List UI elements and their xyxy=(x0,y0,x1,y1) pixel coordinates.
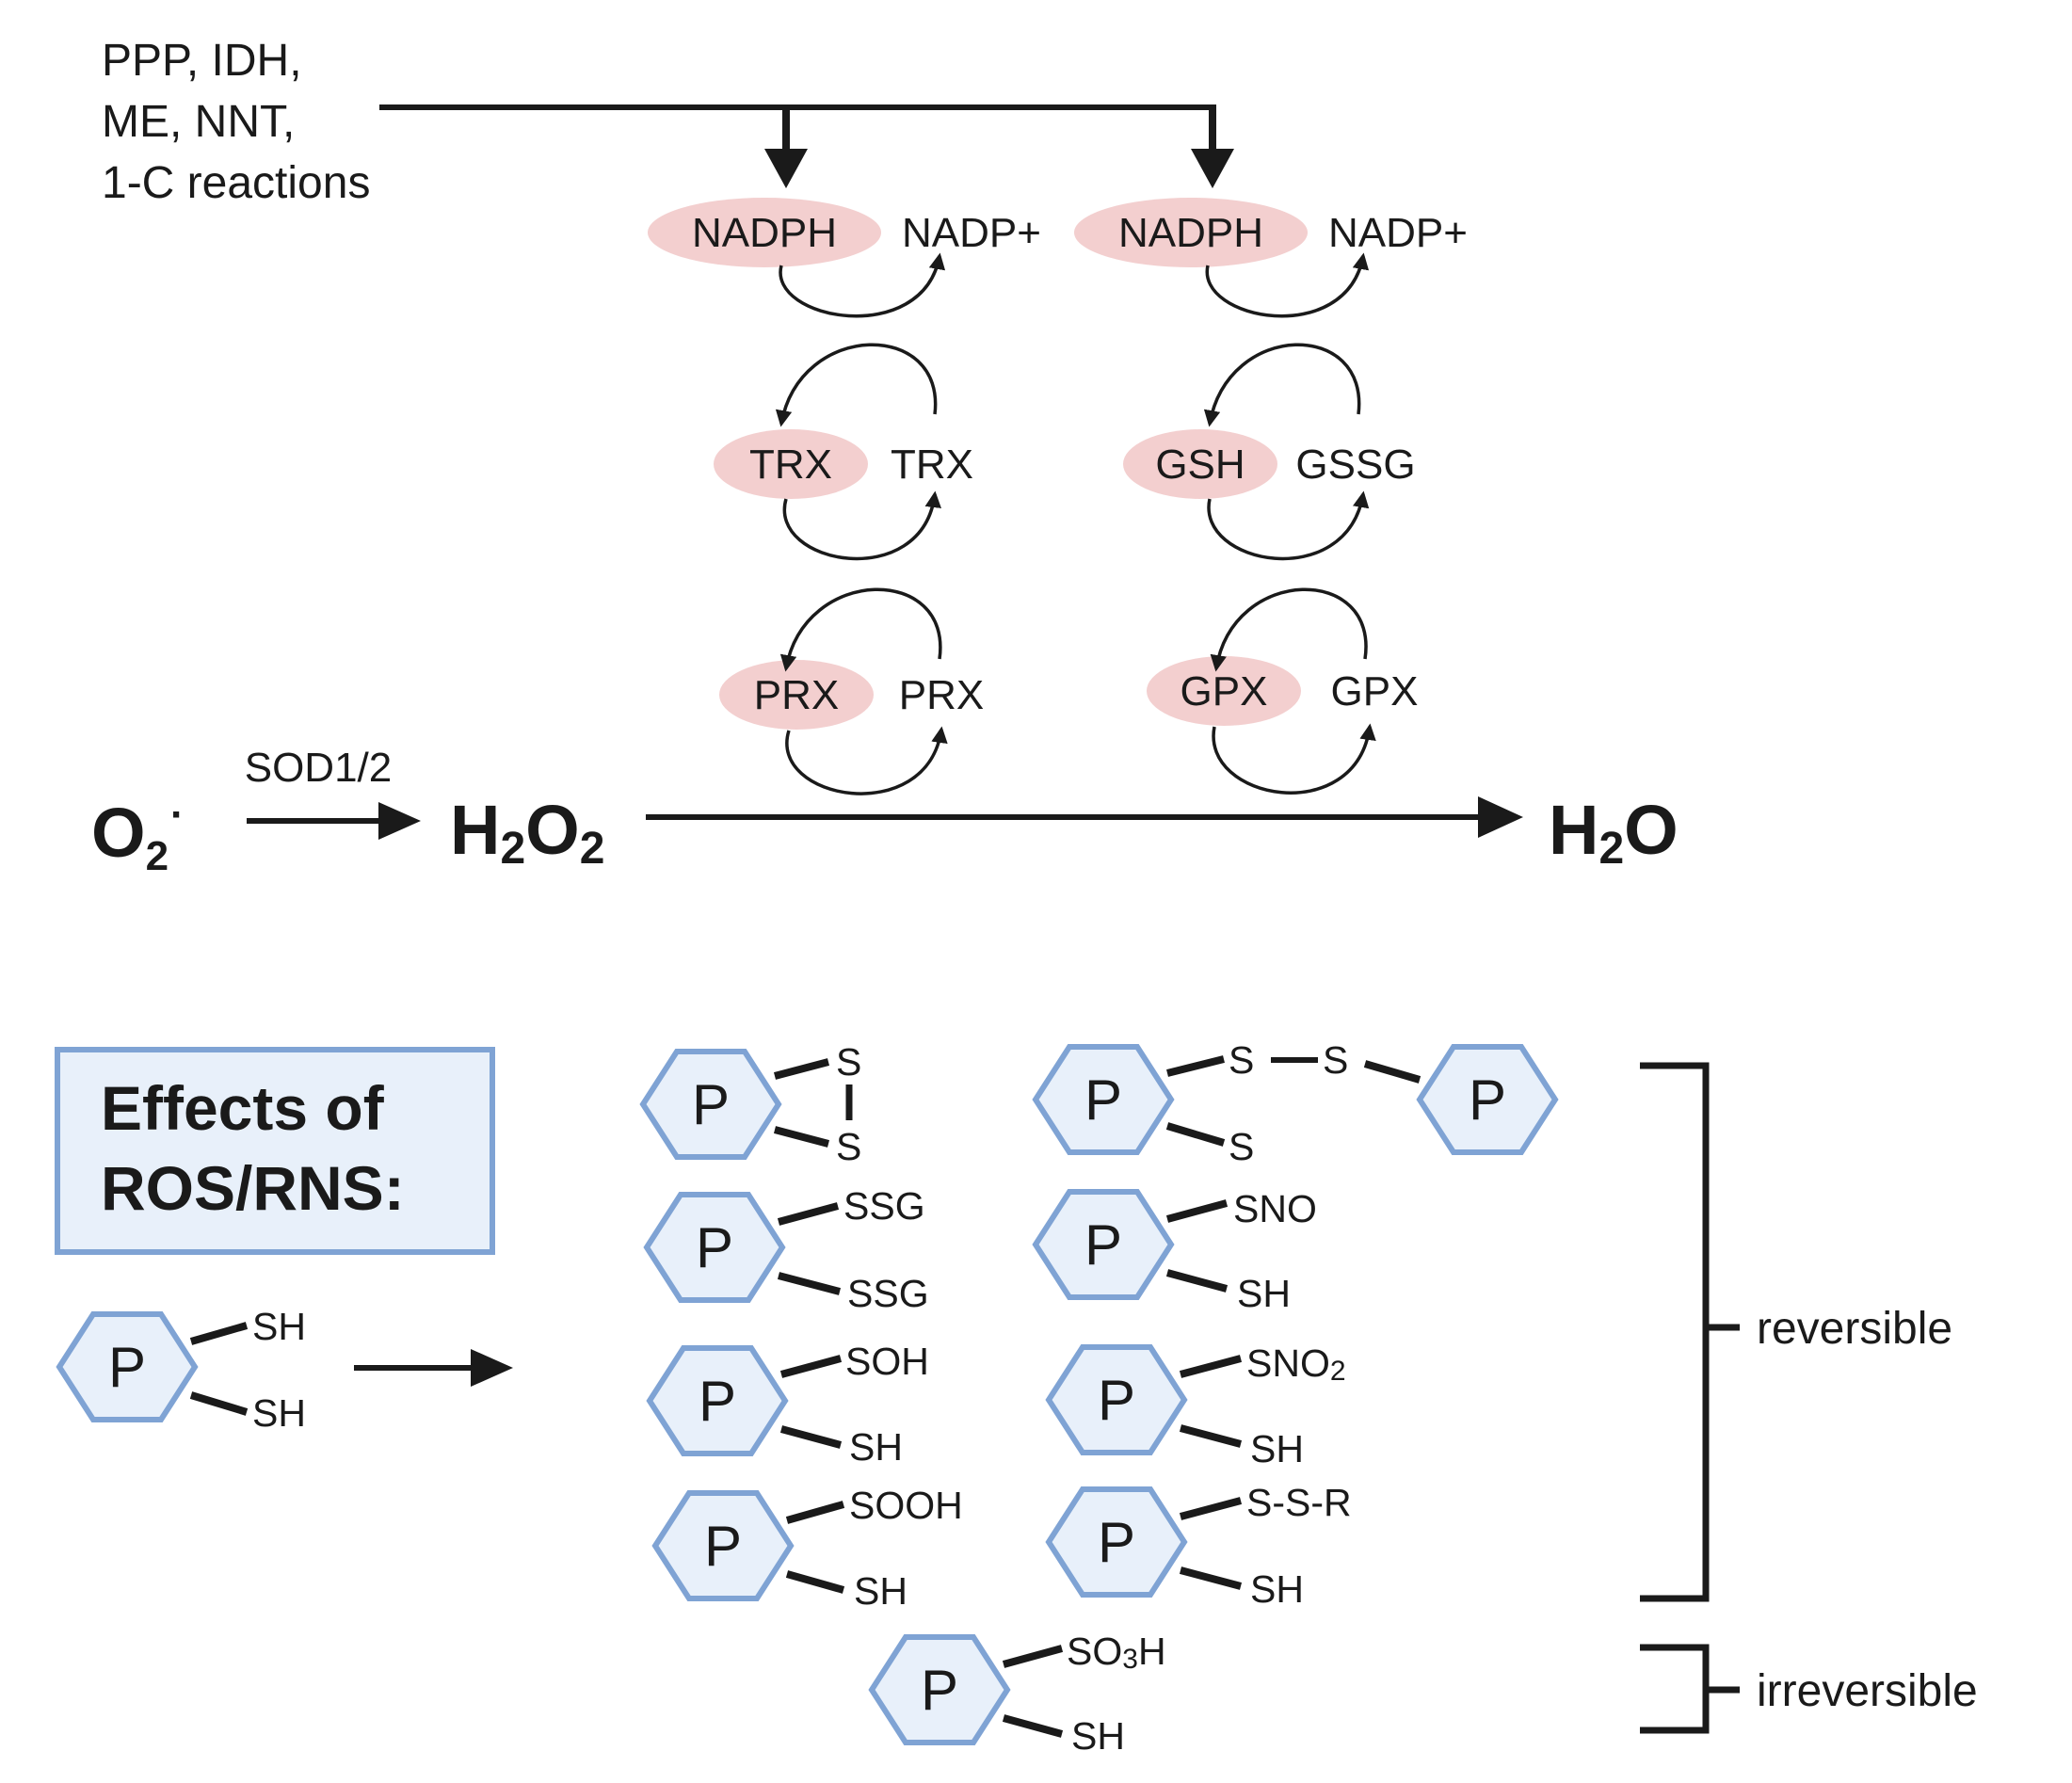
irreversible-bracket: irreversible xyxy=(1640,1644,1978,1734)
disulfide-s1-label: S xyxy=(836,1040,861,1084)
sno-sh-label: SH xyxy=(1237,1272,1291,1315)
gsh-label: GSH xyxy=(1155,442,1245,488)
gsh-highlight xyxy=(1123,429,1277,499)
sno-label: SNO xyxy=(1233,1187,1317,1230)
prx-ox-label: PRX xyxy=(899,672,984,718)
gsh-gpx-cycle: NADPH NADP+ GSH GSSG GPX GPX xyxy=(1074,198,1468,795)
gpx-red-label: GPX xyxy=(1181,668,1268,715)
irreversible-label: irreversible xyxy=(1757,1666,1978,1716)
gpx-ox-label: GPX xyxy=(1331,668,1419,715)
h2o2-to-h2o-head xyxy=(1478,796,1523,838)
so3h-label: SO3H xyxy=(1067,1630,1166,1675)
gssg-label: GSSG xyxy=(1295,442,1415,488)
so3h-sh-label: SH xyxy=(1071,1714,1125,1758)
protein-label: P xyxy=(696,1216,733,1279)
protein-label: P xyxy=(108,1336,146,1399)
ssr-sh-label: SH xyxy=(1250,1567,1304,1611)
protein-label: P xyxy=(1469,1068,1506,1132)
nadph-left-label: NADPH xyxy=(692,210,837,256)
ros-reaction: O2· SOD1/2 H2O2 H2O xyxy=(91,745,1678,879)
nadph-right-highlight xyxy=(1074,198,1308,267)
prx-red-highlight xyxy=(719,660,874,730)
gpx-red-highlight xyxy=(1147,656,1301,726)
protein-sulfonic: P SO3H SH xyxy=(872,1630,1166,1758)
protein-label: P xyxy=(704,1515,742,1578)
ssr-label: S-S-R xyxy=(1246,1481,1352,1524)
inter-s1-label: S xyxy=(1229,1038,1254,1082)
trx-prx-arcs xyxy=(775,252,948,795)
reversible-label: reversible xyxy=(1757,1304,1952,1354)
trx-red-highlight xyxy=(714,429,868,499)
nadph-right-label: NADPH xyxy=(1118,210,1263,256)
thiol-bottom-label: SH xyxy=(252,1391,306,1435)
sno2-label: SNO2 xyxy=(1246,1341,1346,1387)
disulfide-s2-label: S xyxy=(836,1125,861,1168)
protein-glutathionylated: P SSG SSG xyxy=(647,1184,929,1315)
modification-arrow xyxy=(354,1349,513,1387)
protein-label: P xyxy=(692,1073,730,1136)
inter-s3-label: S xyxy=(1229,1125,1254,1168)
trx-prx-cycle: NADPH NADP+ TRX TRX PRX PRX xyxy=(648,198,1041,795)
protein-label: P xyxy=(1098,1369,1135,1432)
sooh-sh-label: SH xyxy=(854,1569,908,1613)
effects-title-line-1: Effects of xyxy=(101,1073,385,1143)
sod-arrow-head xyxy=(378,802,421,840)
protein-label: P xyxy=(699,1370,736,1433)
protein-mixed-disulfide: P S-S-R SH xyxy=(1049,1481,1352,1611)
ssg-top-label: SSG xyxy=(843,1184,925,1228)
protein-inter-disulfide: P S S S P xyxy=(1036,1038,1555,1168)
sources-label: PPP, IDH, ME, NNT, 1-C reactions xyxy=(102,36,370,208)
soh-label: SOH xyxy=(845,1340,929,1383)
protein-reduced: P SH SH xyxy=(59,1305,306,1435)
superoxide-label: O2· xyxy=(91,792,185,879)
h2o-label: H2O xyxy=(1549,791,1678,874)
source-line-3: 1-C reactions xyxy=(102,158,370,208)
reversible-bracket: reversible xyxy=(1640,1062,1952,1602)
protein-label: P xyxy=(1084,1068,1122,1132)
protein-label: P xyxy=(921,1659,958,1722)
nadp-right-label: NADP+ xyxy=(1328,210,1468,256)
sooh-label: SOOH xyxy=(849,1484,963,1527)
protein-sulfenic: P SOH SH xyxy=(650,1340,929,1469)
effects-title-box: Effects of ROS/RNS: xyxy=(55,1047,495,1255)
source-line-1: PPP, IDH, xyxy=(102,36,302,86)
sod-enzyme-label: SOD1/2 xyxy=(245,745,393,791)
nadp-left-label: NADP+ xyxy=(902,210,1041,256)
trx-ox-label: TRX xyxy=(891,442,973,488)
source-line-2: ME, NNT, xyxy=(102,97,295,147)
source-supply-arrows xyxy=(379,104,1234,188)
protein-label: P xyxy=(1084,1213,1122,1277)
soh-sh-label: SH xyxy=(849,1425,903,1469)
protein-nitrated: P SNO2 SH xyxy=(1049,1341,1346,1470)
gsh-gpx-arcs xyxy=(1203,252,1376,795)
protein-nitrosylated: P SNO SH xyxy=(1036,1187,1317,1315)
protein-label: P xyxy=(1098,1511,1135,1574)
protein-sulfinic: P SOOH SH xyxy=(655,1484,963,1613)
thiol-top-label: SH xyxy=(252,1305,306,1348)
ssg-bottom-label: SSG xyxy=(847,1272,929,1315)
effects-title-line-2: ROS/RNS: xyxy=(101,1153,405,1223)
protein-intra-disulfide: P S S xyxy=(643,1040,861,1168)
prx-red-label: PRX xyxy=(754,672,839,718)
sno2-sh-label: SH xyxy=(1250,1427,1304,1470)
h2o2-label: H2O2 xyxy=(450,791,604,874)
trx-red-label: TRX xyxy=(749,442,832,488)
inter-s2-label: S xyxy=(1323,1038,1348,1082)
nadph-left-highlight xyxy=(648,198,881,267)
